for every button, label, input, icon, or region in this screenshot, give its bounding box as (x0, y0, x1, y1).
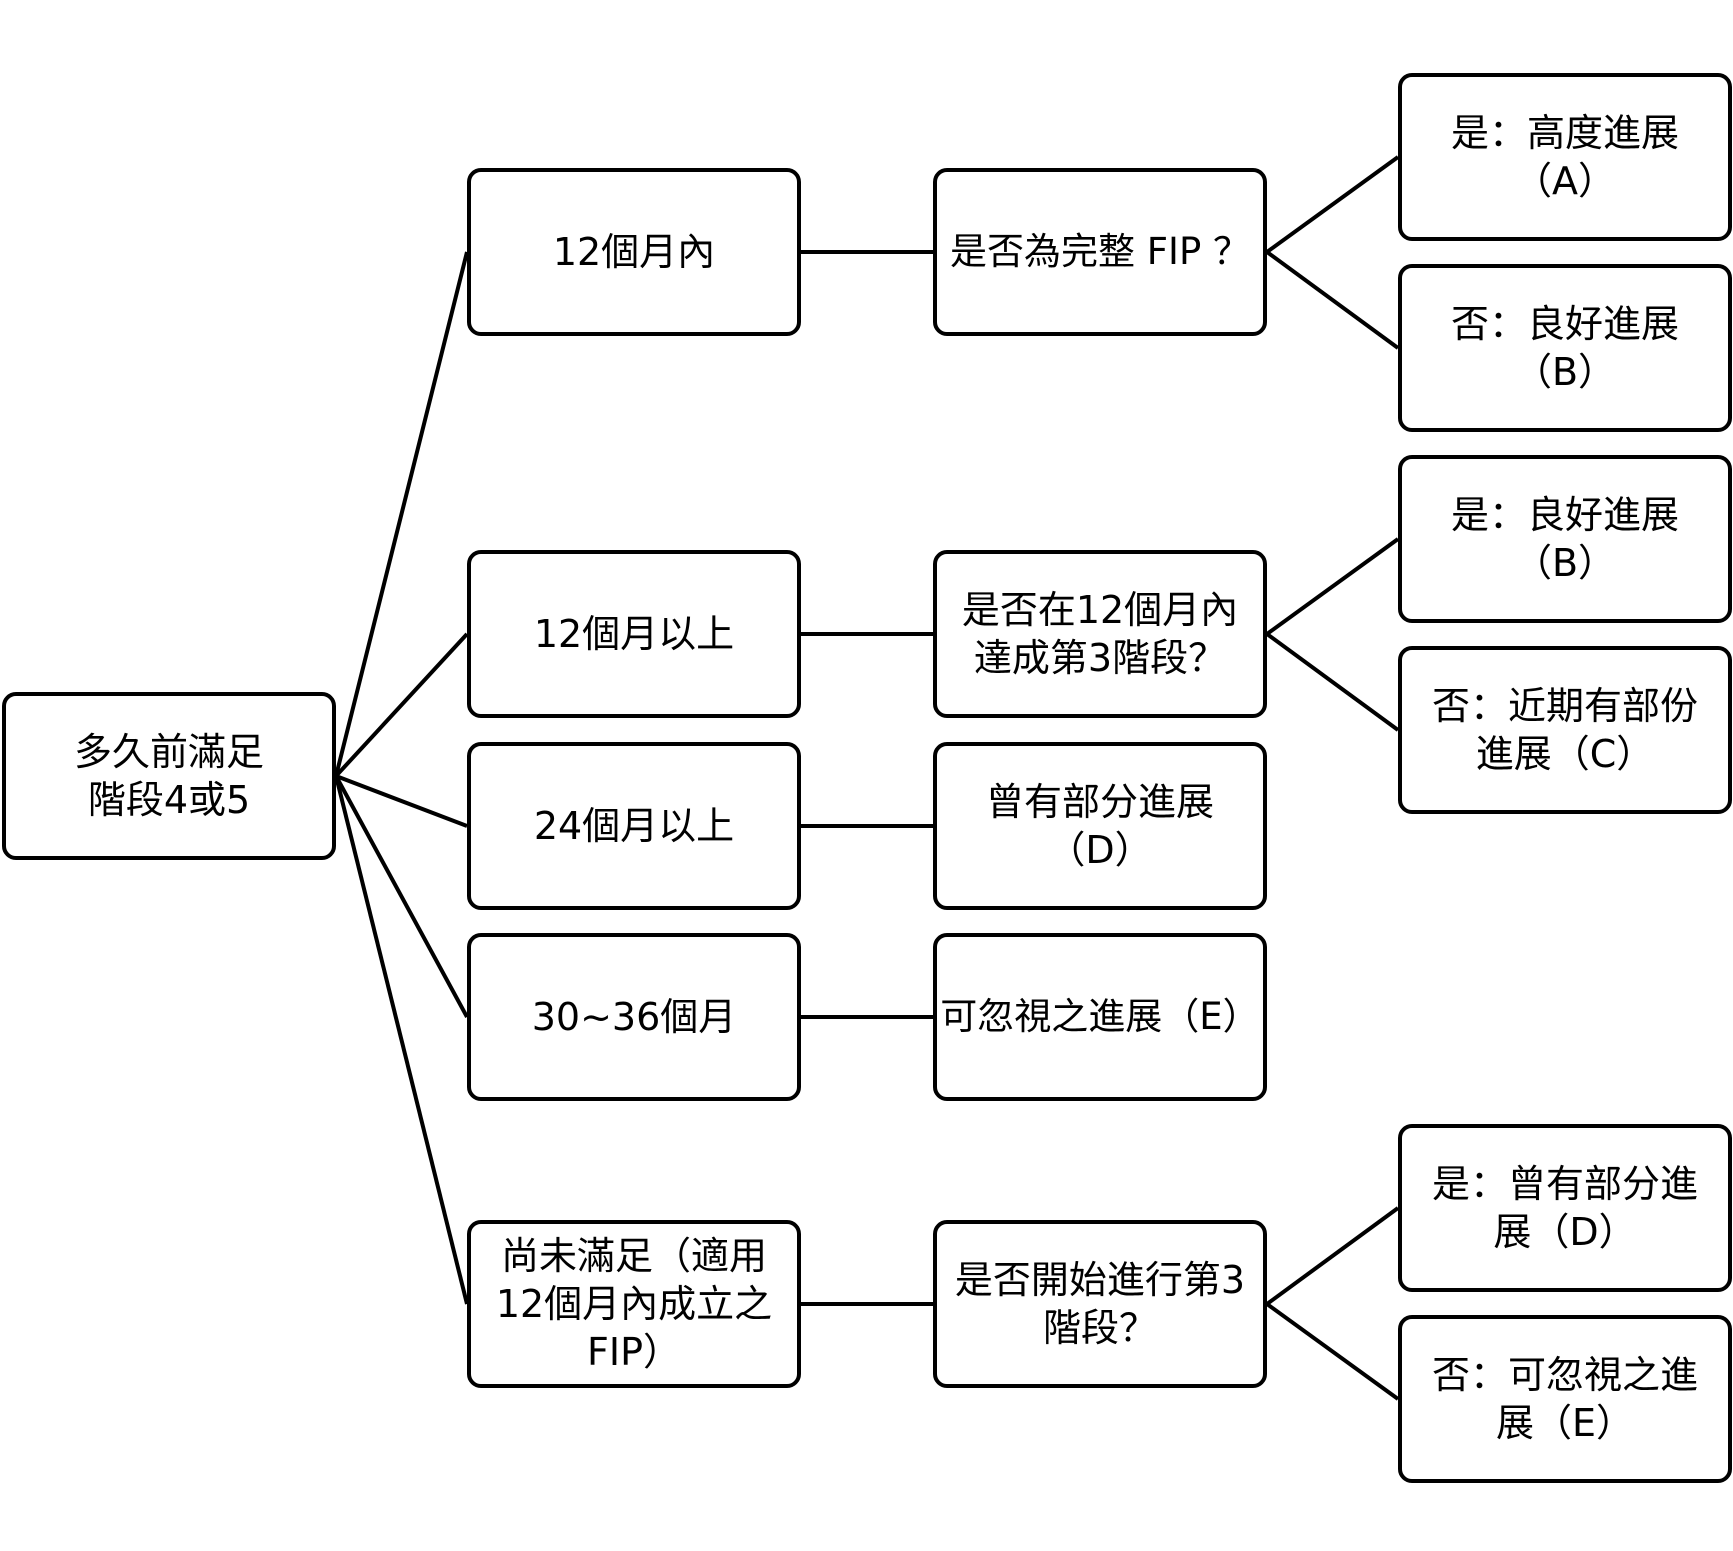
result-node-yes-high-progress-a: 是：高度進展 （A） (1398, 73, 1732, 241)
question-node-stage3-within-12-months: 是否在12個月內 達成第3階段？ (933, 550, 1267, 718)
branch-node-over-24-months: 24個月以上 (467, 742, 801, 910)
connector-line (334, 775, 469, 1018)
question-label: 是否為完整 FIP ？ (949, 230, 1251, 273)
branch-node-over-12-months: 12個月以上 (467, 550, 801, 718)
connector-line (1265, 632, 1400, 732)
question-node-started-stage3: 是否開始進行第3 階段？ (933, 1220, 1267, 1388)
connector-line (1265, 1302, 1400, 1401)
branch-label: 尚未滿足（適用 12個月內成立之 FIP） (495, 1234, 773, 1374)
result-label: 否：良好進展 （B） (1450, 302, 1679, 394)
outcome-node-partial-progress-d: 曾有部分進展 （D） (933, 742, 1267, 910)
branch-node-not-yet-met: 尚未滿足（適用 12個月內成立之 FIP） (467, 1220, 801, 1388)
result-label: 是：曾有部分進 展（D） (1431, 1162, 1698, 1254)
question-label: 是否在12個月內 達成第3階段？ (961, 588, 1239, 680)
branch-node-within-12-months: 12個月內 (467, 168, 801, 336)
connector-line (1265, 1206, 1400, 1306)
result-label: 是：高度進展 （A） (1450, 111, 1679, 203)
connector-line (1265, 155, 1400, 254)
result-node-no-good-progress-b: 否：良好進展 （B） (1398, 264, 1732, 432)
question-label: 是否開始進行第3 階段？ (954, 1258, 1246, 1350)
outcome-label: 曾有部分進展 （D） (985, 780, 1214, 872)
branch-node-30-36-months: 30~36個月 (467, 933, 801, 1101)
result-label: 是：良好進展 （B） (1450, 493, 1679, 585)
connector-line (334, 632, 469, 778)
outcome-node-negligible-progress-e: 可忽視之進展（E） (933, 933, 1267, 1101)
connector-line (334, 775, 469, 1305)
root-node-label: 多久前滿足 階段4或5 (73, 730, 264, 822)
outcome-label: 可忽視之進展（E） (940, 995, 1260, 1038)
connector-line (334, 251, 469, 777)
connector-line (1265, 250, 1400, 350)
connector-line (335, 774, 468, 828)
question-node-complete-fip: 是否為完整 FIP ？ (933, 168, 1267, 336)
branch-label: 12個月以上 (533, 612, 735, 656)
result-label: 否：近期有部份 進展（C） (1431, 684, 1698, 776)
branch-label: 30~36個月 (531, 995, 737, 1039)
result-node-yes-good-progress-b: 是：良好進展 （B） (1398, 455, 1732, 623)
connector-line (1265, 537, 1400, 636)
result-label: 否：可忽視之進 展（E） (1431, 1353, 1698, 1445)
result-node-no-recent-partial-progress-c: 否：近期有部份 進展（C） (1398, 646, 1732, 814)
result-node-no-negligible-progress-e: 否：可忽視之進 展（E） (1398, 1315, 1732, 1483)
branch-label: 12個月內 (552, 230, 716, 274)
root-node: 多久前滿足 階段4或5 (2, 692, 336, 860)
result-node-yes-partial-progress-d: 是：曾有部分進 展（D） (1398, 1124, 1732, 1292)
branch-label: 24個月以上 (533, 804, 735, 848)
